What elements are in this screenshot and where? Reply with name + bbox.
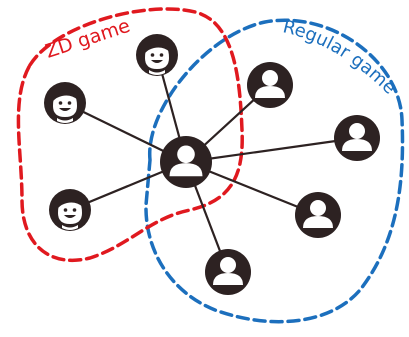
zd-member-node-left — [44, 82, 86, 124]
zd-game-region — [16, 7, 244, 263]
regular-member-node-bottom — [205, 249, 251, 295]
regular-game-region — [144, 18, 405, 324]
edge-center-regular-right — [185, 136, 358, 164]
zd-member-node-top — [136, 34, 178, 76]
regular-game-label: Regular game — [281, 16, 400, 98]
zd-member-node-bottom — [49, 189, 91, 231]
zd-game-label: ZD game — [43, 15, 133, 63]
regular-member-node-lower-right — [295, 192, 341, 238]
regular-member-node-top — [247, 62, 293, 108]
center-node — [160, 136, 212, 188]
regular-member-node-right — [334, 115, 380, 161]
